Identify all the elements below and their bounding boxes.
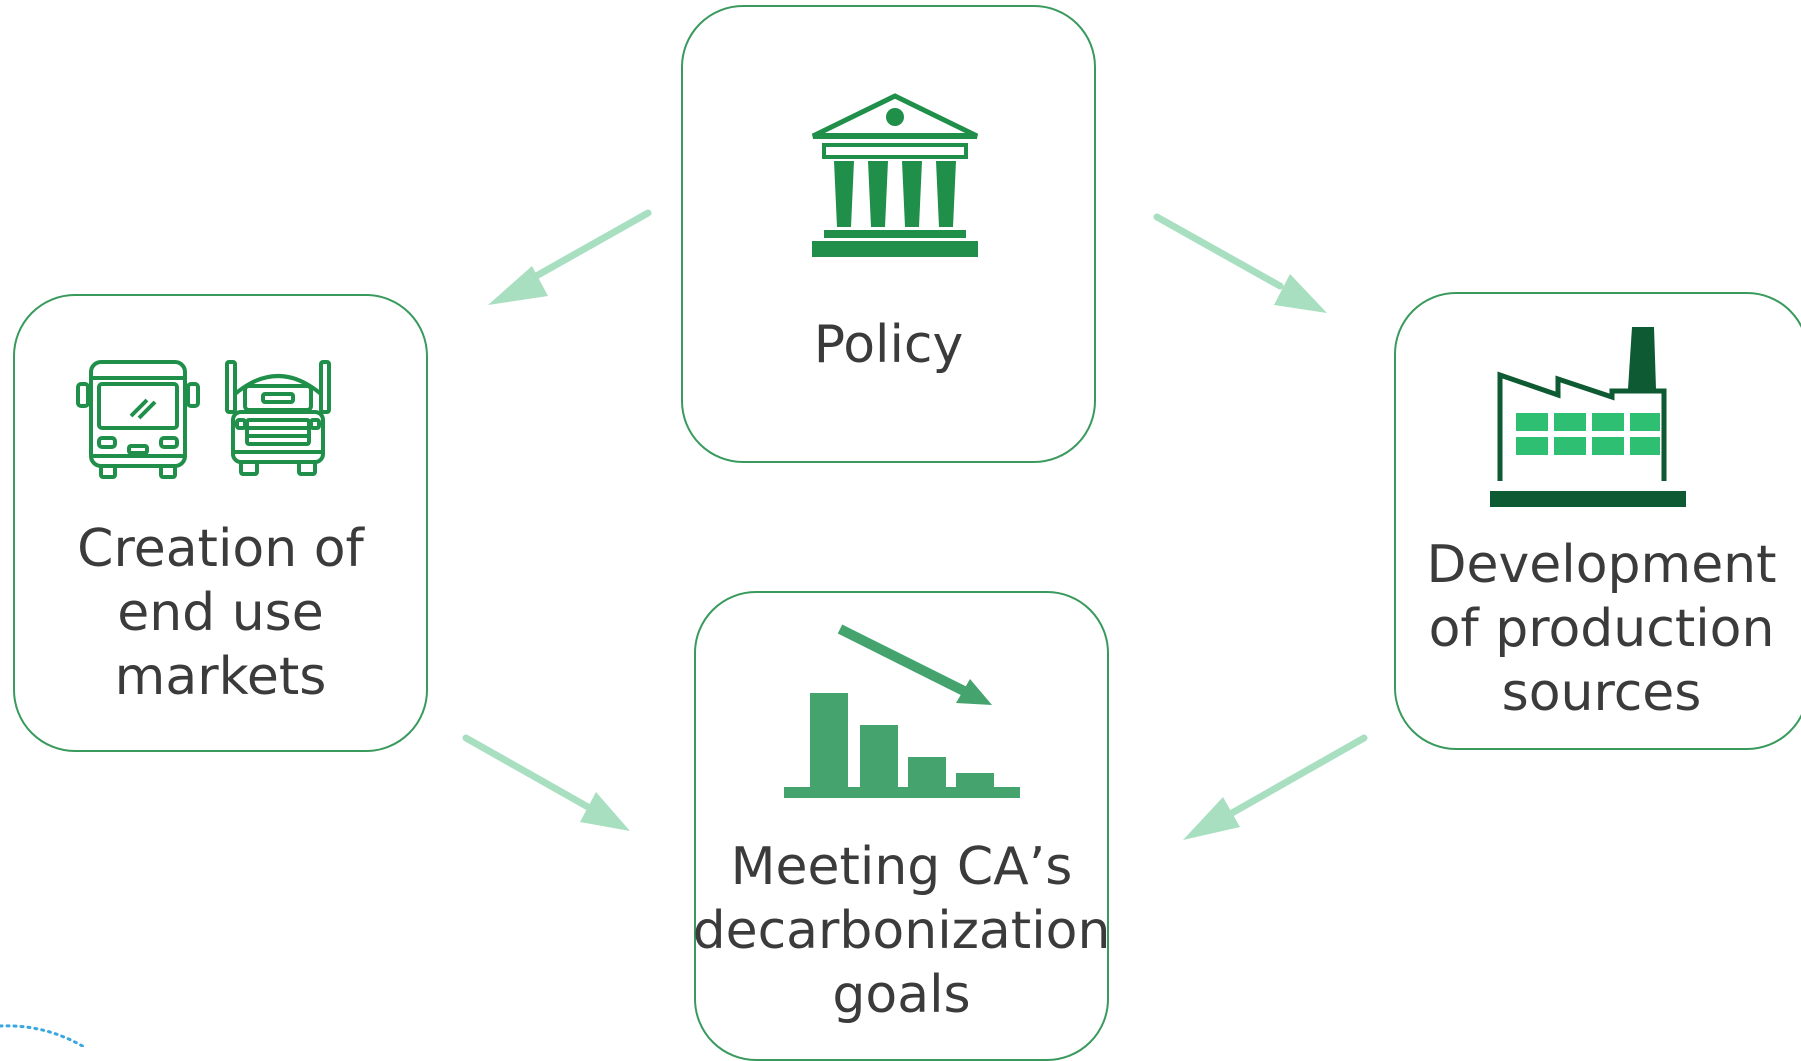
arrow-policy-to-production (1153, 213, 1327, 313)
decorative-dotted-line (0, 1024, 86, 1047)
end-use-markets-node: Creation of end use markets (13, 294, 428, 752)
arrow-policy-to-markets (488, 209, 652, 305)
arrow-markets-to-goals (462, 734, 630, 831)
policy-label: Policy (813, 315, 964, 375)
decarbonization-goals-label: Meeting CA’s decarbonization goals (692, 837, 1111, 1025)
bus-icon (76, 360, 200, 479)
government-building-icon (811, 93, 979, 257)
factory-icon (1490, 327, 1686, 507)
truck-icon (225, 360, 331, 476)
decarbonization-goals-node: Meeting CA’s decarbonization goals (693, 591, 1110, 1061)
production-sources-label: Development of production sources (1426, 535, 1777, 723)
declining-bar-chart-icon (784, 624, 1020, 798)
policy-node: Policy (681, 5, 1096, 463)
end-use-markets-label: Creation of end use markets (77, 519, 364, 707)
arrow-production-to-goals (1183, 734, 1368, 840)
production-sources-node: Development of production sources (1394, 292, 1801, 750)
